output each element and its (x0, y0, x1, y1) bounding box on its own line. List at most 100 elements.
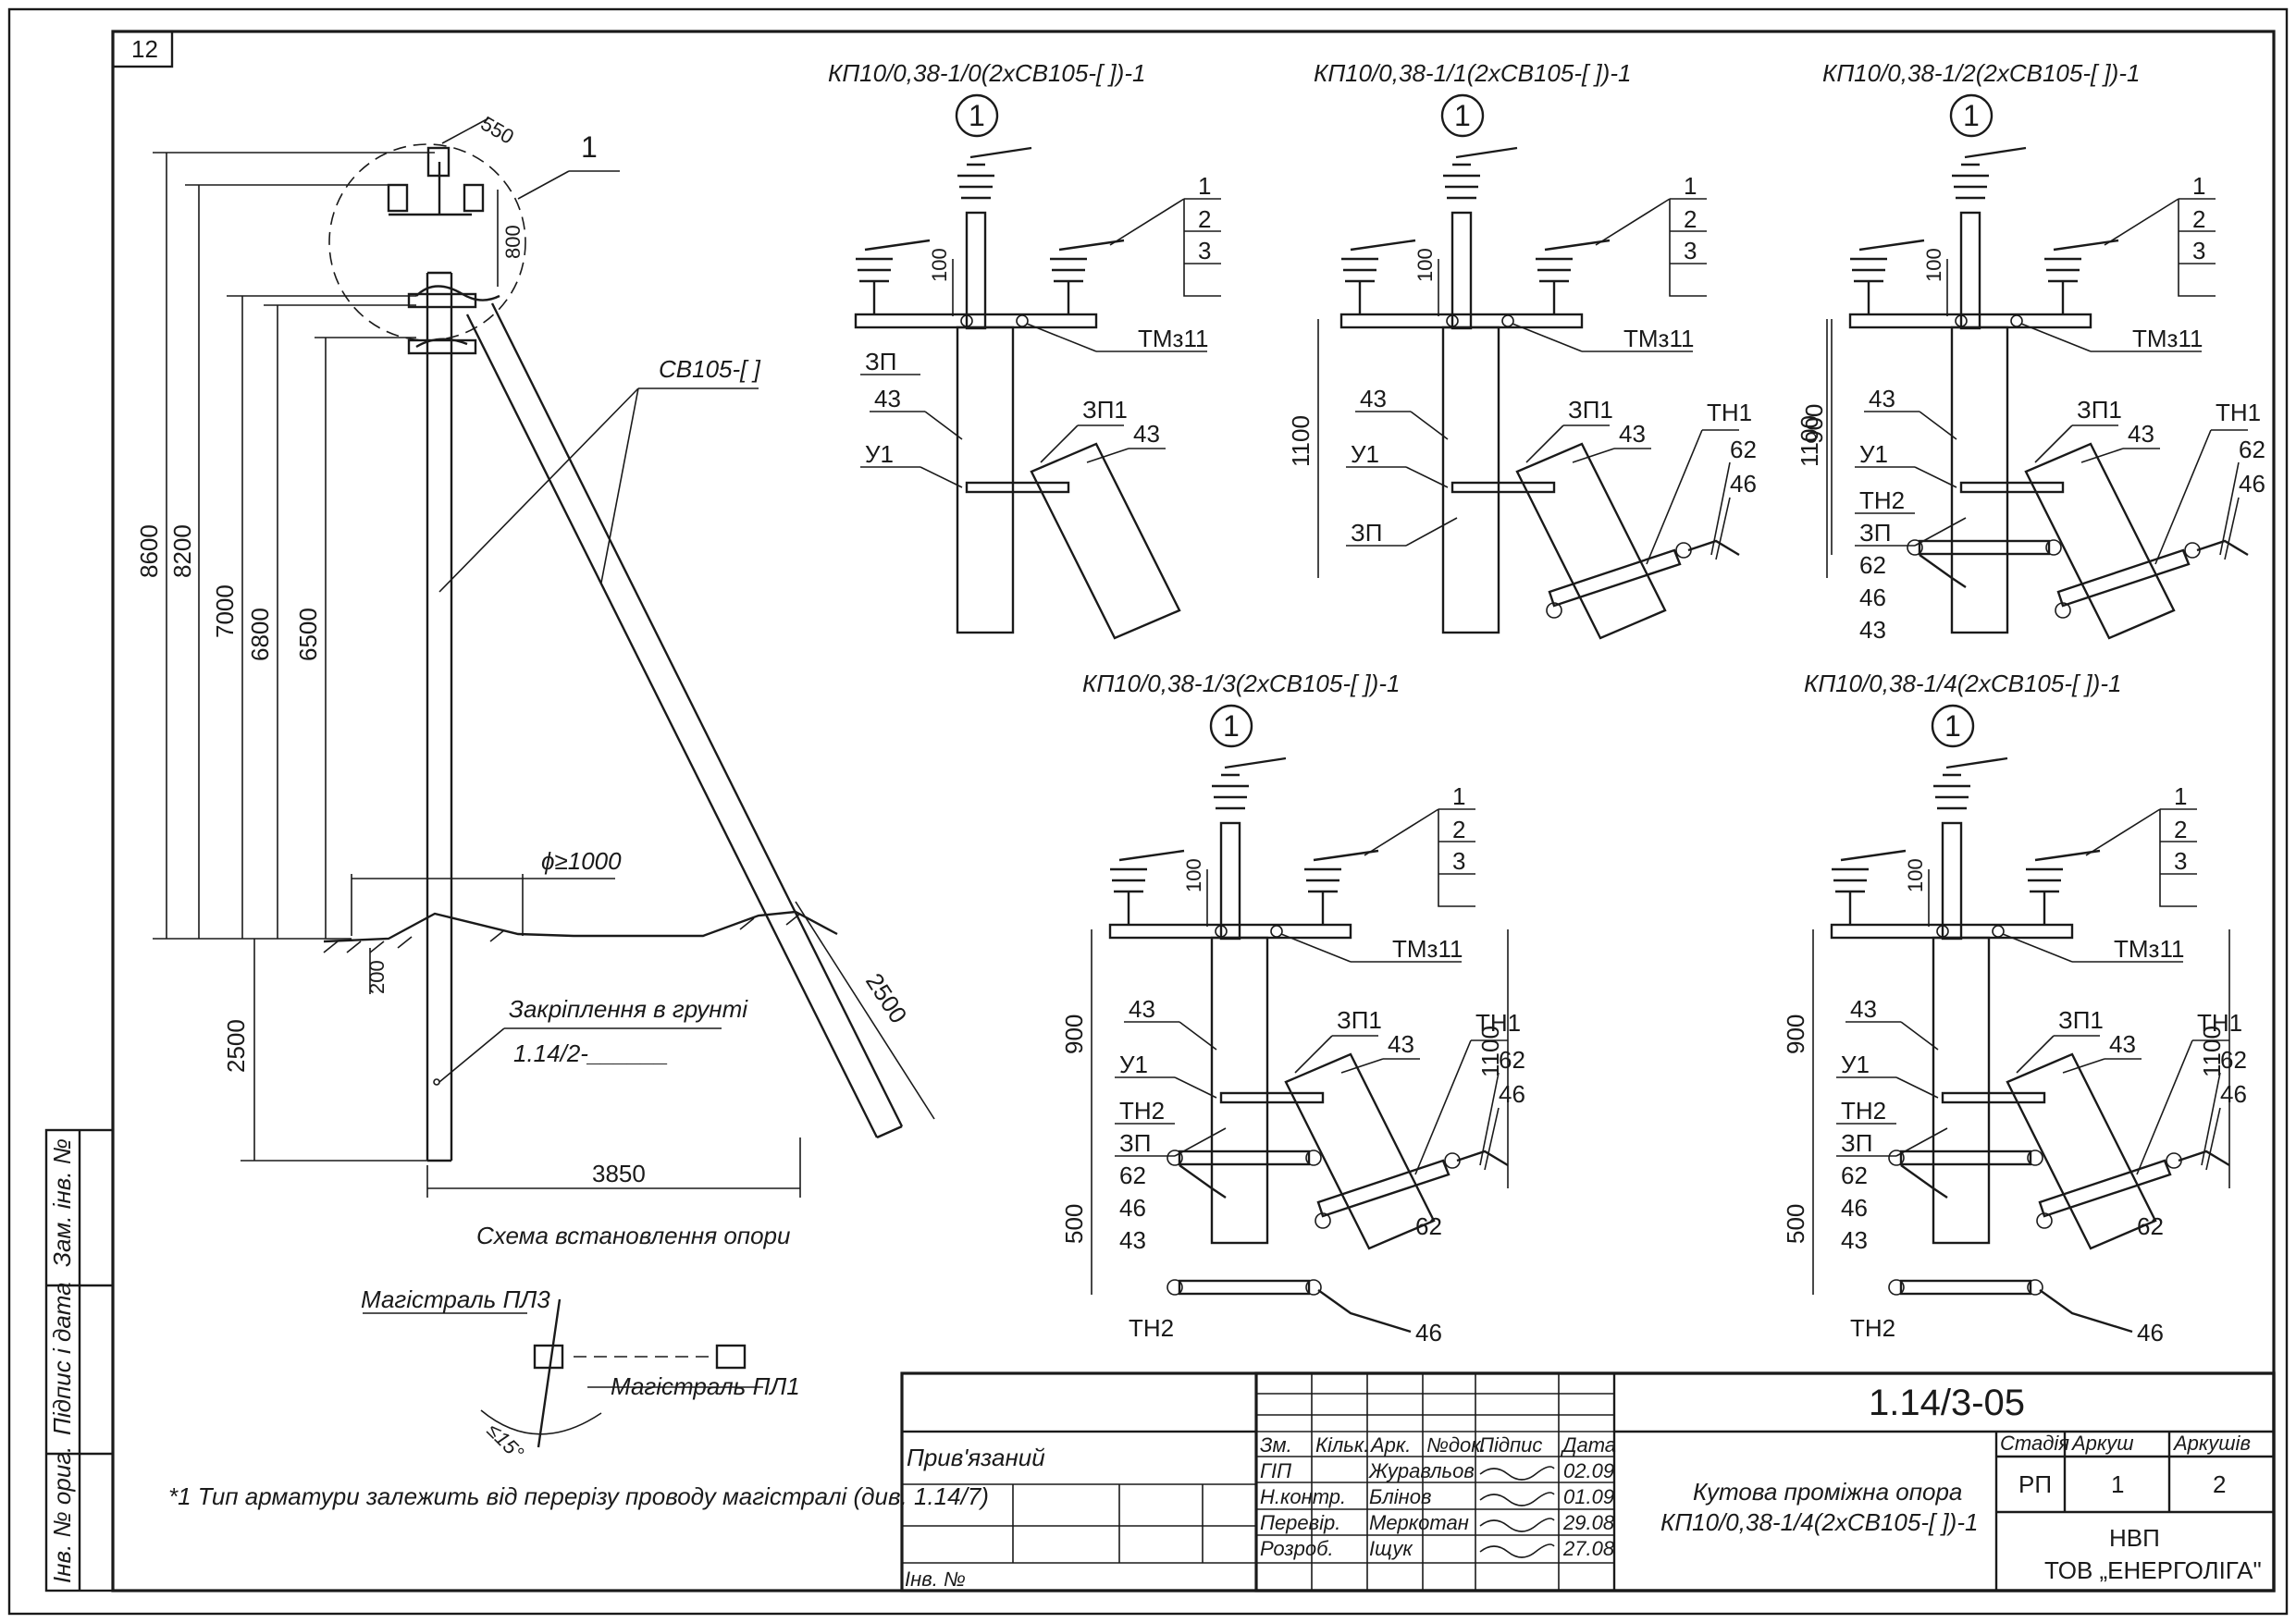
callout-43-low: 43 (1119, 1226, 1146, 1254)
stage-header: Стадія (2000, 1432, 2069, 1455)
callout-46: 46 (2220, 1080, 2247, 1108)
angle-line-p11: Магістраль ПЛ1 (611, 1372, 800, 1400)
signature-scribble (1479, 1543, 1555, 1558)
callout-th1: ТН1 (2216, 399, 2261, 426)
callout-zp1: ЗП1 (2058, 1006, 2104, 1034)
callout-2: 2 (1198, 205, 1211, 233)
person-role: Н.контр. (1260, 1485, 1346, 1508)
foundation-label: Закріплення в грунті (509, 995, 748, 1023)
callout-2: 2 (1452, 816, 1465, 843)
node-circle-label: 1 (1944, 709, 1961, 743)
person-role: ГІП (1260, 1459, 1291, 1482)
callout-46-low: 46 (2137, 1319, 2164, 1346)
signature-scribble (1479, 1466, 1555, 1481)
callout-th1: ТН1 (2197, 1009, 2242, 1037)
callout-46: 46 (2239, 470, 2265, 498)
callout-46: 46 (1730, 470, 1757, 498)
dim-8600: 8600 (135, 524, 163, 578)
callout-43-left: 43 (1850, 995, 1877, 1023)
sheet-number: 12 (131, 35, 158, 63)
dim-2500-strut: 2500 (860, 968, 913, 1028)
callout-62: 62 (2239, 436, 2265, 463)
dim-2500-vertical: 2500 (222, 1019, 250, 1073)
callout-3: 3 (2192, 237, 2205, 264)
detail-views: КП10/0,38-1/0(2хСВ105-[ ])-1 1 1 2 3 100ТМз11… (828, 59, 2265, 1346)
signature-scribble (1479, 1518, 1555, 1532)
doc-code: 1.14/3-05 (1869, 1383, 2025, 1423)
callout-1: 1 (2174, 782, 2187, 810)
callout-62-left: 62 (1841, 1162, 1868, 1189)
callout-th2: ТН2 (1841, 1097, 1886, 1125)
title-block: Прив'язаний Інв. № Зм.Кільк.Арк.№док.Під… (900, 1371, 2276, 1592)
diameter-label: ϕ≥1000 (541, 847, 622, 875)
person-name: Журавльов (1368, 1459, 1475, 1482)
node-circle-label: 1 (1223, 709, 1240, 743)
person-name: Меркотан (1369, 1511, 1469, 1534)
dim-100: 100 (1182, 858, 1205, 892)
side-stamp: Зам. інв. № Підпис і дата Інв. № ориг. (44, 1128, 115, 1592)
callout-43-left: 43 (874, 385, 901, 412)
person-date: 01.09 (1563, 1485, 1614, 1508)
callout-zp1: ЗП1 (2077, 396, 2122, 424)
detail-view-0: КП10/0,38-1/0(2хСВ105-[ ])-11123100ТМз11… (828, 59, 1221, 640)
inv-no-label: Інв. № (905, 1568, 966, 1591)
dim-100: 100 (1413, 248, 1437, 282)
callout-u1: У1 (865, 440, 894, 468)
dim-1100: 1100 (2198, 1026, 2226, 1077)
callout-2: 2 (1684, 205, 1697, 233)
callout-46-left: 46 (1119, 1194, 1146, 1222)
callout-zp: ЗП (1841, 1129, 1872, 1157)
callout-zp1: ЗП1 (1082, 396, 1128, 424)
detail-view-2: КП10/0,38-1/2(2хСВ105-[ ])-11123100ТМз11… (1796, 59, 2265, 644)
dim-500: 500 (1782, 1204, 1809, 1244)
scheme-caption: Схема встановлення опори (476, 1222, 790, 1249)
org-line2: ТОВ „ЕНЕРГОЛІГА" (2044, 1556, 2262, 1584)
detail-title: КП10/0,38-1/4(2хСВ105-[ ])-1 (1804, 670, 2121, 697)
title-line2: КП10/0,38-1/4(2хСВ105-[ ])-1 (1660, 1508, 1978, 1536)
dim-100: 100 (1904, 858, 1927, 892)
foundation-code: 1.14/2-______ (513, 1039, 669, 1067)
dim-550: 550 (477, 112, 518, 149)
installation-scheme: 1 550 800 8600 8200 7000 6800 6500 2500 … (135, 112, 935, 1249)
callout-43-left: 43 (1129, 995, 1155, 1023)
callout-62-left: 62 (1119, 1162, 1146, 1189)
outer-border (7, 7, 2289, 1616)
dim-1100: 1100 (1796, 415, 1823, 467)
detail-title: КП10/0,38-1/3(2хСВ105-[ ])-1 (1082, 670, 1400, 697)
detail-view-3: КП10/0,38-1/3(2хСВ105-[ ])-11123100ТМз11… (1060, 670, 1525, 1346)
callout-43-low: 43 (1841, 1226, 1868, 1254)
title-column-header: Дата (1560, 1433, 1616, 1457)
side-label-zam: Зам. інв. № (48, 1138, 76, 1267)
callout-zp1: ЗП1 (1337, 1006, 1382, 1034)
callout-2: 2 (2174, 816, 2187, 843)
title-column-header: Підпис (1479, 1433, 1542, 1457)
callout-u1: У1 (1859, 440, 1888, 468)
person-role: Розроб. (1260, 1537, 1334, 1560)
callout-43-right: 43 (2109, 1030, 2136, 1058)
callout-3: 3 (1198, 237, 1211, 264)
dim-200: 200 (365, 960, 389, 994)
detail-title: КП10/0,38-1/0(2хСВ105-[ ])-1 (828, 59, 1145, 87)
person-name: Блінов (1369, 1485, 1431, 1508)
callout-th2: ТН2 (1859, 486, 1905, 514)
dim-6800: 6800 (246, 608, 274, 661)
callout-43-left: 43 (1360, 385, 1387, 412)
person-date: 29.08 (1562, 1511, 1615, 1534)
node-circle-label: 1 (969, 99, 985, 132)
node-circle-label: 1 (1454, 99, 1471, 132)
privyazanyi-label: Прив'язаний (907, 1444, 1045, 1471)
callout-46-left: 46 (1859, 584, 1886, 611)
callout-3: 3 (1452, 847, 1465, 875)
callout-1: 1 (2192, 172, 2205, 200)
dim-900: 900 (1800, 404, 1828, 444)
callout-zp: ЗП (1351, 519, 1382, 547)
callout-3: 3 (1684, 237, 1697, 264)
title-column-header: Кільк. (1315, 1433, 1369, 1457)
person-name: Іщук (1369, 1537, 1413, 1560)
detail-view-4: КП10/0,38-1/4(2хСВ105-[ ])-11123100ТМз11… (1782, 670, 2247, 1346)
dim-100: 100 (928, 248, 951, 282)
callout-tmz11: ТМз11 (2114, 935, 2184, 963)
dim-100: 100 (1922, 248, 1945, 282)
detail-view-1: КП10/0,38-1/1(2хСВ105-[ ])-11123100ТМз11… (1287, 59, 1757, 640)
